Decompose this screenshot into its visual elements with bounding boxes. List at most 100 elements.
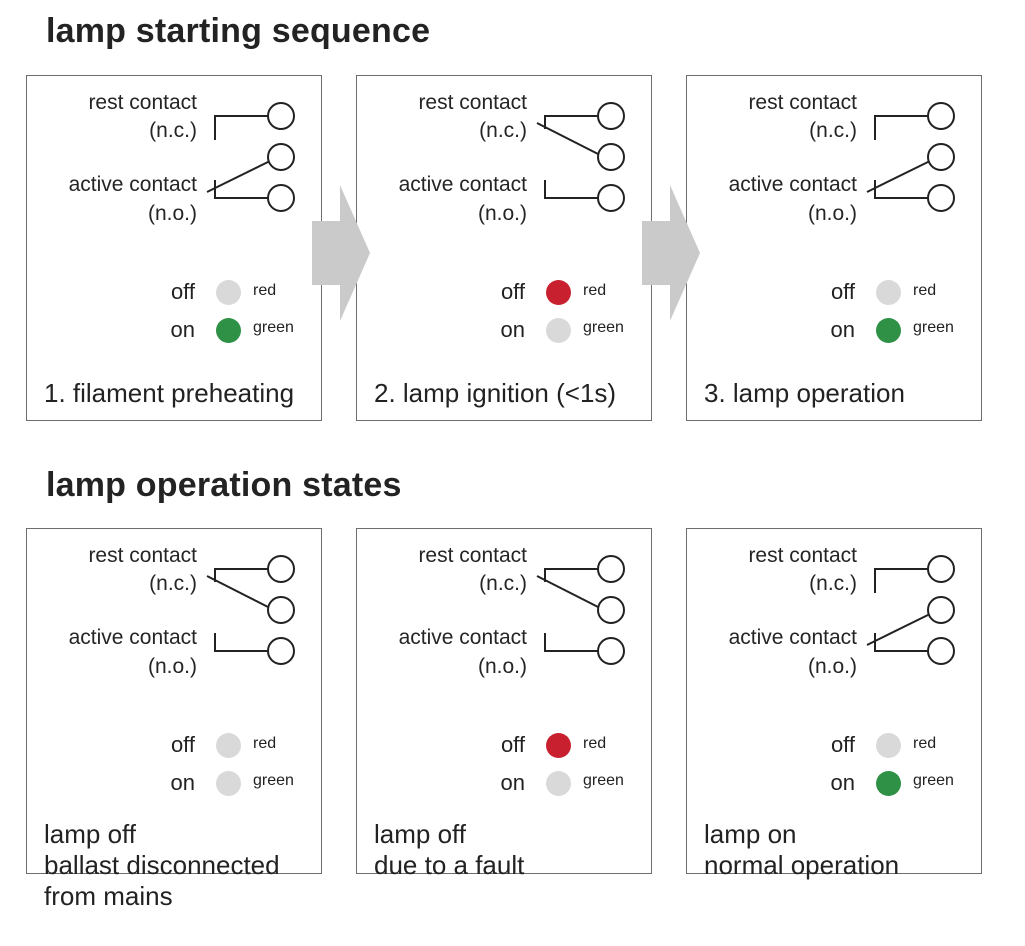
panel-caption: 2. lamp ignition (<1s): [374, 378, 616, 409]
caption-line: lamp off: [374, 819, 467, 849]
rest-contact-wire: [544, 115, 598, 129]
active-terminal-icon: [597, 637, 625, 665]
off-label: off: [500, 732, 525, 757]
red-led-label: red: [253, 735, 277, 752]
off-label: off: [170, 732, 195, 757]
rest-contact-wire: [874, 115, 928, 140]
red-led-icon: [546, 733, 571, 758]
green-led-label: green: [913, 772, 954, 789]
on-label: on: [500, 317, 525, 342]
active-contact-wire: [214, 633, 268, 652]
rest-contact-type: (n.c.): [809, 572, 857, 595]
active-terminal-icon: [267, 637, 295, 665]
caption-line: 2. lamp ignition (<1s): [374, 378, 617, 408]
rest-contact-label: rest contact: [88, 544, 197, 567]
relay-switch-diagram: [866, 555, 955, 665]
relay-switch-diagram: [206, 555, 295, 665]
rest-contact-wire: [874, 568, 928, 593]
rest-contact-label: rest contact: [748, 91, 857, 114]
caption-line: 3. lamp operation: [704, 378, 905, 408]
active-contact-wire: [544, 633, 598, 652]
active-terminal-icon: [927, 637, 955, 665]
rest-terminal-icon: [597, 102, 625, 130]
rest-contact-type: (n.c.): [149, 572, 197, 595]
on-label: on: [500, 770, 525, 795]
caption-line: ballast disconnected: [44, 850, 280, 880]
caption-line: from mains: [44, 881, 173, 911]
green-led-icon: [546, 771, 571, 796]
rest-contact-type: (n.c.): [809, 119, 857, 142]
red-led-label: red: [253, 282, 277, 299]
switch-blade: [866, 612, 933, 646]
rest-contact-wire: [214, 568, 268, 582]
sequence-arrow-icon: [312, 185, 370, 321]
active-contact-label: active contact: [398, 173, 527, 196]
off-label: off: [170, 279, 195, 304]
common-terminal-icon: [597, 143, 625, 171]
active-contact-wire: [544, 180, 598, 199]
rest-contact-wire: [214, 115, 268, 140]
red-led-icon: [546, 280, 571, 305]
rest-terminal-icon: [927, 555, 955, 583]
rest-contact-type: (n.c.): [479, 572, 527, 595]
rest-contact-label: rest contact: [418, 91, 527, 114]
red-led-label: red: [913, 282, 937, 299]
on-label: on: [830, 770, 855, 795]
green-led-label: green: [253, 772, 294, 789]
active-contact-type: (n.o.): [477, 202, 527, 225]
green-led-label: green: [583, 319, 624, 336]
green-led-icon: [876, 318, 901, 343]
panel-caption: 1. filament preheating: [44, 378, 294, 409]
rest-terminal-icon: [267, 555, 295, 583]
active-contact-type: (n.o.): [147, 202, 197, 225]
title-operation-states: lamp operation states: [46, 466, 402, 504]
green-led-icon: [216, 771, 241, 796]
active-terminal-icon: [267, 184, 295, 212]
red-led-icon: [216, 280, 241, 305]
panel-state-1: rest contact (n.c.) active contact (n.o.) of…: [26, 528, 322, 911]
caption-line: lamp on: [704, 819, 797, 849]
active-contact-type: (n.o.): [807, 202, 857, 225]
panel-state-2: rest contact(n.c.)active contact(n.o.)of…: [356, 528, 652, 880]
red-led-label: red: [583, 735, 607, 752]
relay-switch-diagram: [866, 102, 955, 212]
active-contact-wire: [874, 633, 928, 652]
rest-terminal-icon: [927, 102, 955, 130]
active-contact-type: (n.o.): [147, 655, 197, 678]
rest-contact-type: (n.c.): [149, 119, 197, 142]
active-contact-wire: [874, 180, 928, 199]
red-led-label: red: [913, 735, 937, 752]
panel-caption: 3. lamp operation: [704, 378, 905, 409]
active-contact-type: (n.o.): [807, 655, 857, 678]
caption-line: lamp off: [44, 819, 137, 849]
rest-contact-label: rest contact: [748, 544, 857, 567]
common-terminal-icon: [597, 596, 625, 624]
green-led-icon: [876, 771, 901, 796]
common-terminal-icon: [927, 143, 955, 171]
on-label: on: [170, 317, 195, 342]
switch-blade: [206, 575, 273, 610]
active-terminal-icon: [927, 184, 955, 212]
green-led-icon: [546, 318, 571, 343]
common-terminal-icon: [927, 596, 955, 624]
red-led-icon: [876, 733, 901, 758]
switch-blade: [536, 575, 603, 610]
rest-contact-label: rest contact: [88, 91, 197, 114]
caption-line: 1. filament preheating: [44, 378, 295, 408]
red-led-icon: [876, 280, 901, 305]
panel-sequence-1: rest contact(n.c.)active contact(n.o.)of…: [26, 75, 322, 421]
panel-state-3: rest contact(n.c.)active contact(n.o.)of…: [686, 528, 982, 880]
off-label: off: [500, 279, 525, 304]
on-label: on: [170, 770, 195, 795]
active-contact-label: active contact: [728, 173, 857, 196]
red-led-label: red: [583, 282, 607, 299]
active-terminal-icon: [597, 184, 625, 212]
relay-switch-diagram: [536, 555, 625, 665]
active-contact-label: active contact: [398, 626, 527, 649]
green-led-label: green: [583, 772, 624, 789]
active-contact-label: active contact: [68, 626, 197, 649]
off-label: off: [830, 279, 855, 304]
